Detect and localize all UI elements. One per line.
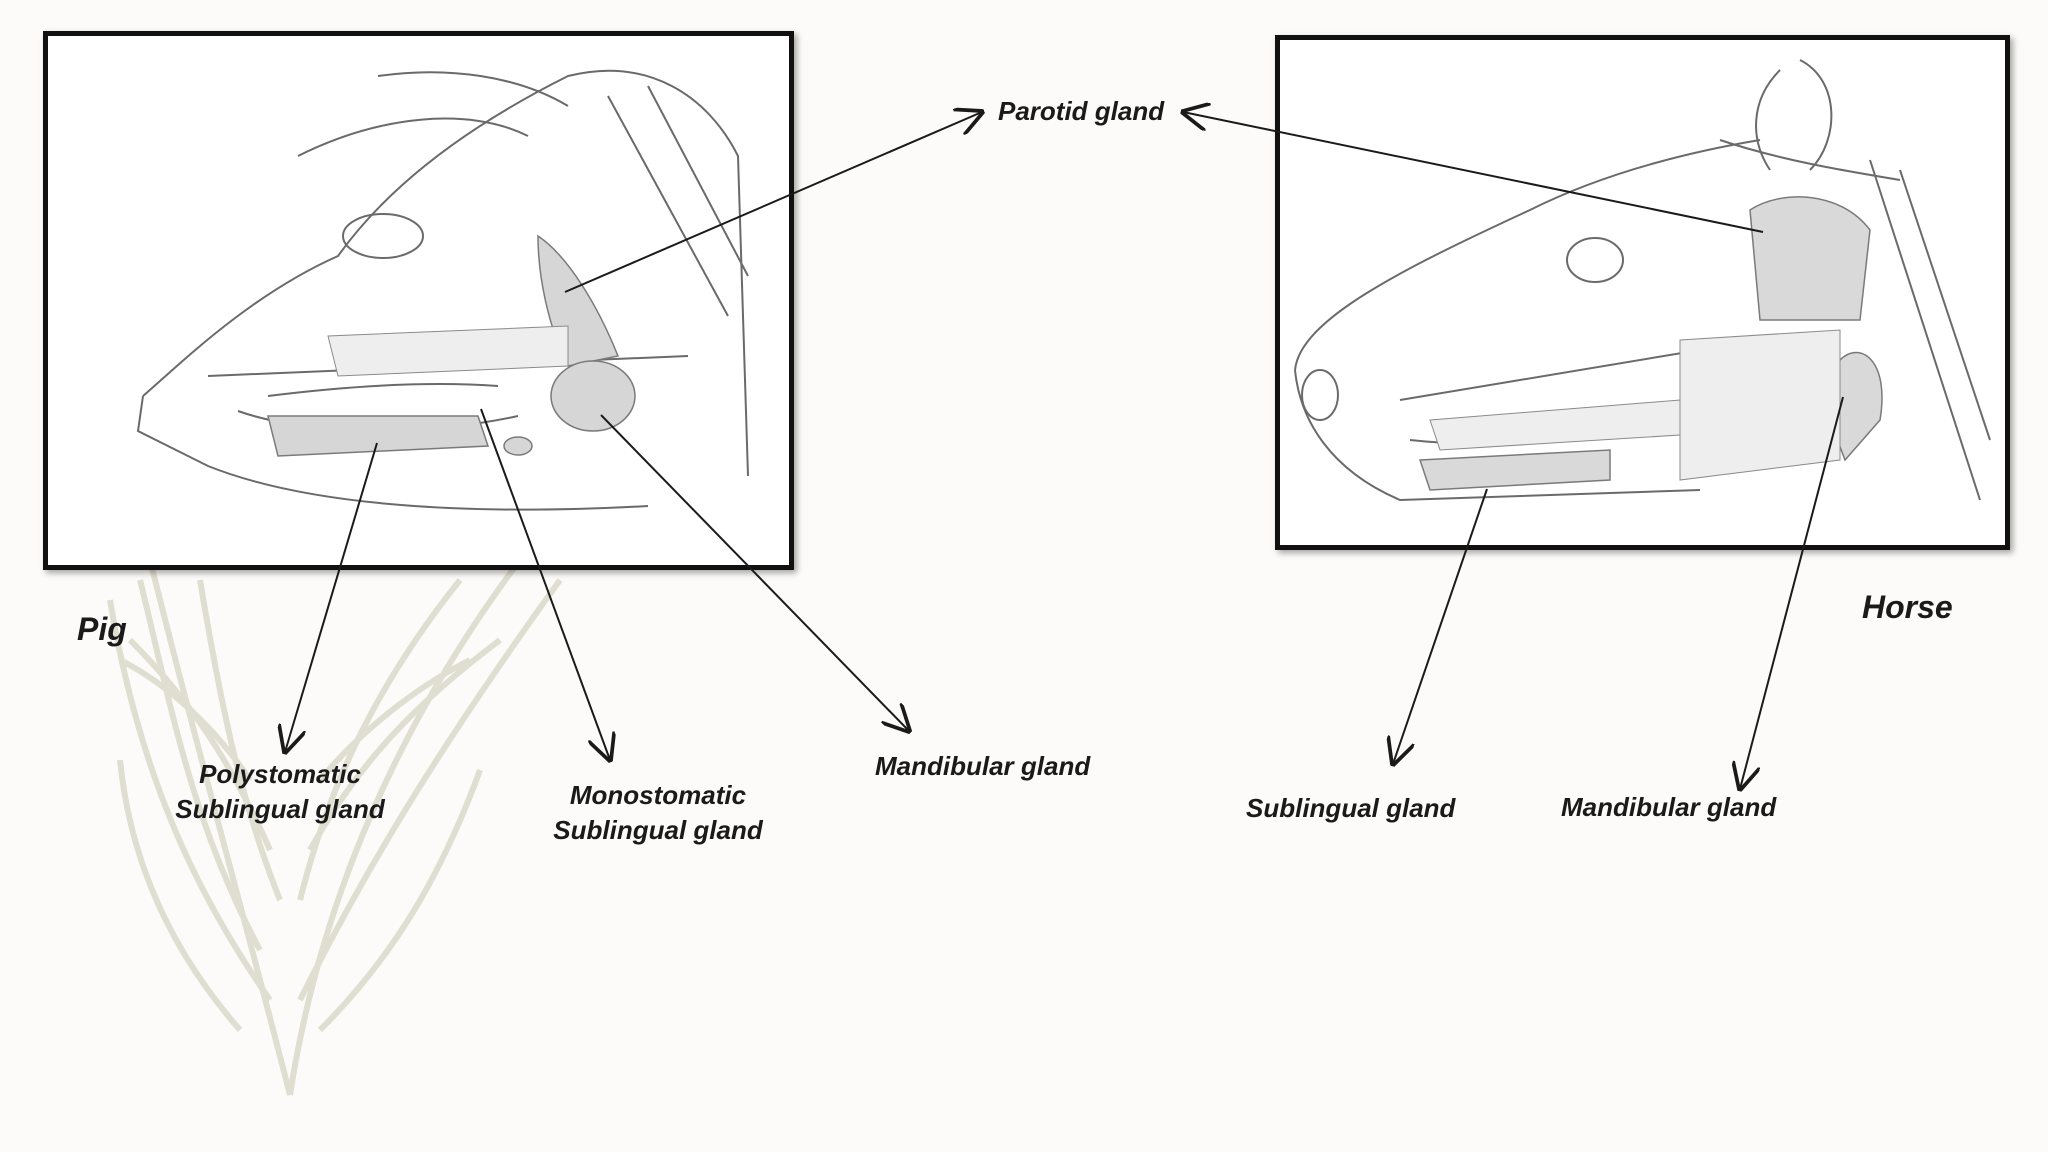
label-pig-mandibular-gland: Mandibular gland	[875, 751, 1091, 781]
label-parotid-gland: Parotid gland	[998, 96, 1165, 126]
arrow-pig-parotid	[564, 112, 982, 293]
label-polystomatic-line1: Polystomatic	[199, 759, 361, 789]
horse-head-drawing	[1294, 59, 1991, 502]
species-label-horse: Horse	[1862, 589, 1953, 625]
arrow-horse-sublingual	[1393, 488, 1488, 764]
label-polystomatic-line2: Sublingual gland	[175, 794, 385, 824]
label-horse-sublingual-gland: Sublingual gland	[1246, 793, 1456, 823]
species-label-pig: Pig	[77, 611, 127, 647]
label-horse-mandibular-gland: Mandibular gland	[1561, 792, 1777, 822]
arrow-pig-mandibular	[600, 414, 909, 731]
arrow-pig-monostomatic	[480, 408, 610, 760]
arrow-horse-parotid	[1183, 112, 1764, 233]
label-monostomatic-sublingual: Monostomatic Sublingual gland	[548, 778, 768, 848]
label-monostomatic-line1: Monostomatic	[569, 780, 747, 810]
arrow-horse-mandibular	[1740, 396, 1844, 789]
label-monostomatic-line2: Sublingual gland	[553, 815, 763, 845]
label-polystomatic-sublingual: Polystomatic Sublingual gland	[170, 757, 390, 827]
pig-head-illustration	[43, 31, 794, 570]
arrow-pig-polystomatic	[285, 442, 378, 752]
pig-head-drawing	[136, 69, 749, 511]
horse-head-illustration	[1275, 35, 2010, 550]
